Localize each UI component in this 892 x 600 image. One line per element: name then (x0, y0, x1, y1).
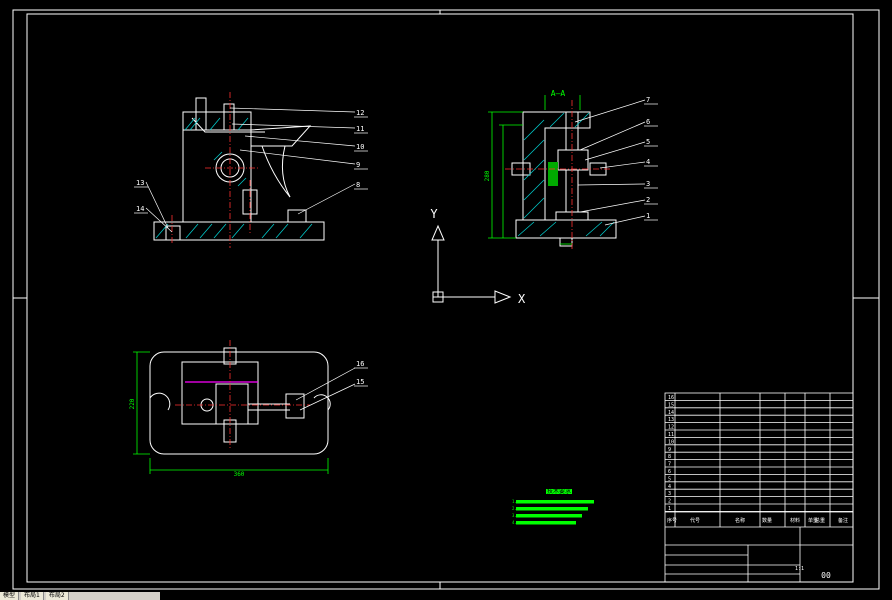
notes-line-number: 1. (512, 499, 517, 504)
front-view-balloon: 14 (136, 205, 144, 213)
ucs-x-label: X (518, 292, 526, 306)
section-view-balloon: 4 (646, 158, 650, 166)
layout-tab-bar: 模型 布局1 布局2 (0, 592, 160, 600)
front-view-balloon: 9 (356, 161, 360, 169)
tab-layout-1[interactable]: 布局1 (21, 592, 44, 600)
front-view-balloon: 11 (356, 125, 364, 133)
drawing-number: 00 (821, 571, 831, 580)
top-view (133, 340, 356, 474)
ucs-icon (431, 224, 512, 304)
top-view-balloon: 15 (356, 378, 364, 386)
section-dim-height: 280 (484, 170, 491, 181)
bom-seq-number: 12 (668, 425, 674, 431)
ucs-y-label: Y (430, 207, 438, 221)
top-view-balloon: 16 (356, 360, 364, 368)
bom-col-header: 备注 (838, 517, 848, 524)
bom-seq-number: 11 (668, 432, 674, 438)
section-view (488, 95, 646, 250)
section-view-balloon: 6 (646, 118, 650, 126)
bom-col-header: 序号 (667, 517, 677, 524)
notes-line-number: 3. (512, 513, 517, 518)
notes-title: 技术要求 (547, 487, 571, 495)
front-view (145, 92, 356, 248)
bom-seq-number: 13 (668, 417, 674, 423)
bom-seq-number: 1 (668, 506, 671, 512)
bom-seq-number: 9 (668, 447, 671, 453)
technical-notes (516, 489, 594, 525)
section-dim-lines (488, 95, 581, 245)
bom-seq-number: 2 (668, 499, 671, 505)
top-dim-height: 220 (129, 398, 136, 409)
scale-value: 1:1 (795, 566, 804, 572)
bom-col-header: 单重 (808, 517, 818, 524)
bom-seq-number: 4 (668, 484, 671, 490)
bom-col-header: 总重 (815, 517, 825, 524)
notes-line-number: 2. (512, 506, 517, 511)
front-view-balloon: 12 (356, 109, 364, 117)
notes-line-number: 4. (512, 520, 517, 525)
bom-seq-number: 8 (668, 454, 671, 460)
top-dim-lines (133, 351, 329, 474)
bom-seq-number: 10 (668, 439, 674, 445)
top-dim-width: 360 (234, 471, 245, 478)
bom-seq-number: 7 (668, 462, 671, 468)
bom-col-header: 代号 (690, 517, 700, 524)
section-view-balloon: 3 (646, 180, 650, 188)
section-label: A—A (551, 89, 566, 98)
front-view-balloon: 10 (356, 143, 364, 151)
section-view-balloon: 1 (646, 212, 650, 220)
bom-seq-number: 3 (668, 491, 671, 497)
bom-seq-number: 6 (668, 469, 671, 475)
bom-seq-number: 5 (668, 476, 671, 482)
front-view-balloon: 8 (356, 181, 360, 189)
bom-col-header: 数量 (762, 517, 772, 524)
spring-part (548, 162, 558, 186)
drawing-frame (12, 9, 880, 590)
tab-model[interactable]: 模型 (0, 592, 20, 600)
section-view-balloon: 5 (646, 138, 650, 146)
bom-seq-number: 15 (668, 402, 674, 408)
section-view-balloon: 7 (646, 96, 650, 104)
section-view-balloon: 2 (646, 196, 650, 204)
bom-col-header: 名称 (735, 517, 745, 524)
bom-seq-number: 14 (668, 410, 674, 416)
front-view-balloon: 13 (136, 179, 144, 187)
bom-col-header: 材料 (790, 517, 800, 524)
title-block (664, 392, 854, 583)
bom-seq-number: 16 (668, 395, 674, 401)
tab-layout-2[interactable]: 布局2 (45, 592, 69, 600)
